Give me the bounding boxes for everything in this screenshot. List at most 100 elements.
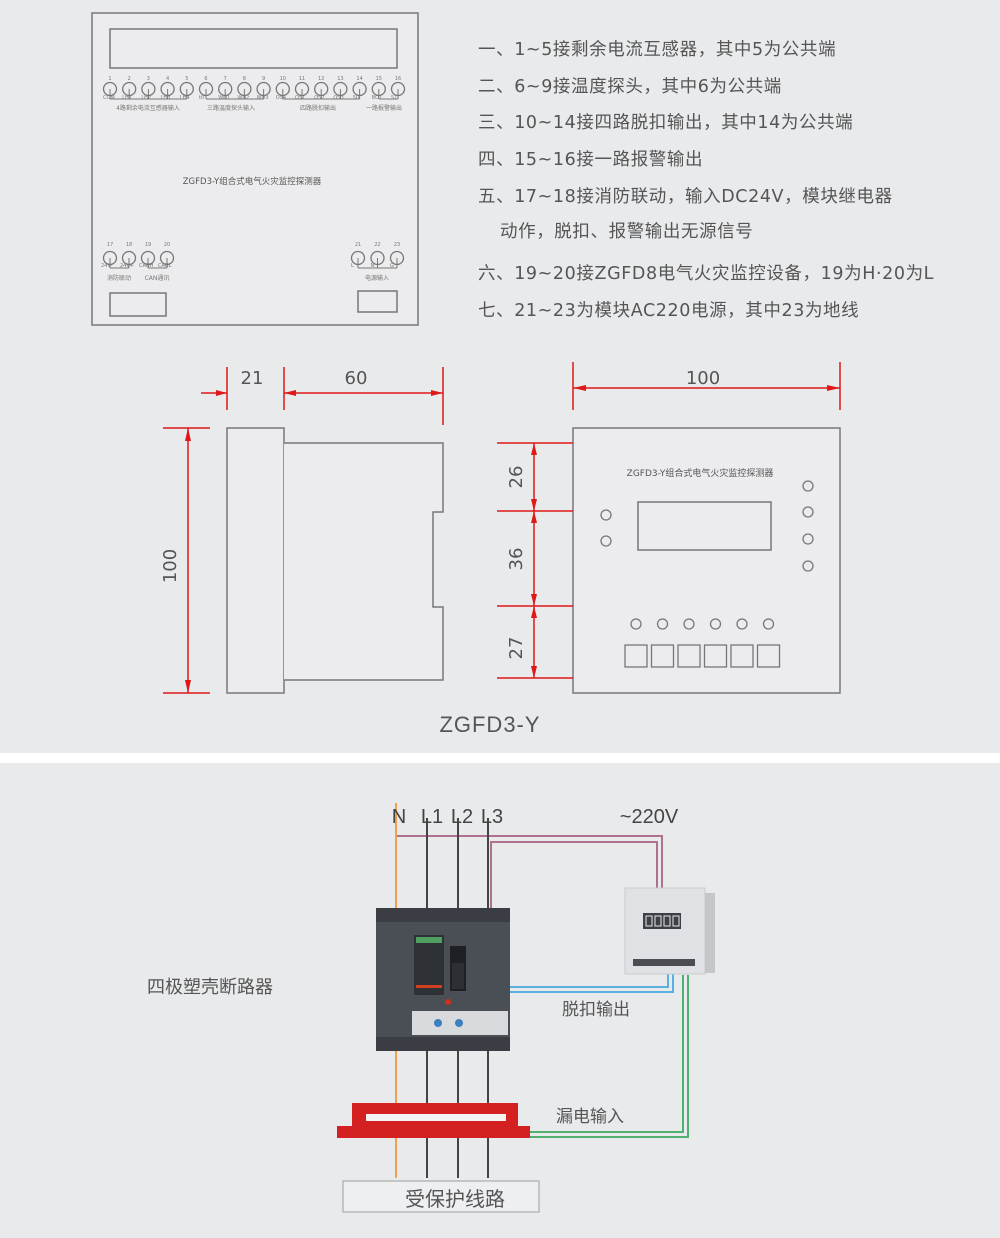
front-buttons bbox=[624, 644, 781, 668]
note-6: 六、19~20接ZGFD8电气火灾监控设备，19为H·20为L bbox=[478, 264, 935, 284]
terminal-sub-label: LH3 bbox=[161, 95, 171, 101]
terminal-sub-label: CANL bbox=[158, 263, 172, 269]
front-view-drawing: ZGFD3-Y组合式电气火灾监控探测器 100 26 36 bbox=[497, 362, 841, 694]
terminal-number: 20 bbox=[164, 242, 170, 248]
model-label: ZGFD3-Y bbox=[439, 712, 541, 737]
side-front-block bbox=[226, 427, 285, 694]
front-key bbox=[650, 644, 675, 668]
supply-wire-l3 bbox=[490, 841, 658, 913]
dim-seg-bottom: 27 bbox=[506, 637, 527, 660]
terminal-sub-label: OS4 bbox=[276, 95, 286, 101]
terminal-group-label: CAN通讯 bbox=[145, 274, 170, 282]
terminal-sub-label: LH2 bbox=[141, 95, 151, 101]
indicator-led bbox=[802, 506, 814, 518]
indicator-led bbox=[600, 509, 612, 521]
phase-label-l3: L3 bbox=[481, 806, 503, 828]
terminal-group-label: 三路温度探头输入 bbox=[207, 104, 255, 112]
front-housing bbox=[572, 427, 841, 694]
terminal-sub-label: S0 bbox=[353, 95, 359, 101]
dim-seg-mid: 36 bbox=[506, 548, 527, 571]
front-display bbox=[637, 501, 772, 551]
note-5: 五、17~18接消防联动，输入DC24V，模块继电器 bbox=[478, 187, 893, 207]
terminal-number: 4 bbox=[166, 76, 169, 82]
note-7: 七、21~23为模块AC220电源，其中23为地线 bbox=[478, 301, 860, 321]
detector-display bbox=[643, 913, 681, 929]
top-terminal-row: 1COM2LH13LH24LH35LH46t07WD18WD29WD310OS4… bbox=[102, 76, 406, 112]
terminal-number: 2 bbox=[128, 76, 131, 82]
terminal-sub-label: 24V- bbox=[101, 263, 112, 269]
terminal-number: 15 bbox=[376, 76, 382, 82]
leakage-wire-a bbox=[520, 975, 684, 1133]
terminal-panel-outline bbox=[91, 12, 419, 326]
dimension-drawings: 1COM2LH13LH24LH35LH46t07WD18WD29WD310OS4… bbox=[91, 12, 841, 694]
detector-keys bbox=[633, 959, 695, 966]
terminal-number: 7 bbox=[224, 76, 227, 82]
breaker-label: 四极塑壳断路器 bbox=[147, 977, 273, 998]
dim-front-width: 100 bbox=[686, 368, 720, 389]
terminal-group-label: 一路报警输出 bbox=[366, 104, 402, 112]
terminal-panel-title: ZGFD3-Y组合式电气火灾监控探测器 bbox=[183, 176, 322, 187]
terminal-number: 8 bbox=[243, 76, 246, 82]
indicator-led bbox=[736, 618, 748, 630]
terminal-number: 3 bbox=[147, 76, 150, 82]
display-digit bbox=[663, 915, 671, 927]
residual-current-transformer bbox=[337, 1103, 530, 1138]
indicator-led bbox=[630, 618, 642, 630]
indicator-led bbox=[600, 535, 612, 547]
right-port-box bbox=[357, 290, 398, 313]
wiring-diagram-panel: 受保护线路 N L1 L2 L3 ~220V 四极塑壳断路器 脱扣输出 漏电输入 bbox=[0, 763, 1000, 1238]
indicator-led bbox=[802, 480, 814, 492]
indicator-led bbox=[802, 533, 814, 545]
terminal-number: 10 bbox=[280, 76, 286, 82]
terminal-sub-label: WD1 bbox=[218, 95, 230, 101]
note-2: 二、6~9接温度探头，其中6为公共端 bbox=[478, 77, 782, 97]
detector-module bbox=[624, 887, 715, 975]
indicator-led bbox=[762, 618, 775, 630]
terminal-sub-label: L bbox=[351, 263, 354, 269]
indicator-led bbox=[802, 560, 814, 572]
phase-label-l1: L1 bbox=[421, 806, 443, 828]
terminal-sub-label: CANH bbox=[139, 263, 154, 269]
front-key bbox=[703, 644, 728, 668]
phase-label-l2: L2 bbox=[451, 806, 473, 828]
protected-line-box bbox=[342, 1180, 540, 1213]
front-title: ZGFD3-Y组合式电气火灾监控探测器 bbox=[627, 467, 774, 479]
trip-output-label: 脱扣输出 bbox=[562, 1000, 630, 1020]
terminal-number: 9 bbox=[262, 76, 265, 82]
side-view-drawing: 21 60 100 bbox=[160, 367, 444, 694]
terminal-number: 11 bbox=[299, 76, 305, 82]
terminal-number: 14 bbox=[356, 76, 362, 82]
display-window bbox=[109, 28, 398, 69]
front-key bbox=[677, 644, 701, 668]
indicator-led bbox=[709, 618, 722, 630]
display-digit bbox=[672, 915, 680, 927]
front-key bbox=[624, 644, 648, 668]
leakage-wire-b bbox=[520, 975, 689, 1138]
protected-line-label: 受保护线路 bbox=[405, 1187, 505, 1211]
note-1: 一、1~5接剩余电流互感器，其中5为公共端 bbox=[478, 40, 837, 60]
front-key bbox=[756, 644, 781, 668]
terminal-sub-label: BO1 bbox=[372, 95, 382, 101]
phase-label-n: N bbox=[392, 806, 406, 828]
terminal-number: 23 bbox=[394, 242, 400, 248]
terminal-sub-label: S1 bbox=[391, 95, 397, 101]
terminal-number: 1 bbox=[108, 76, 111, 82]
wiring-diagram: 受保护线路 N L1 L2 L3 ~220V 四极塑壳断路器 脱扣输出 漏电输入 bbox=[147, 803, 715, 1213]
side-body-block bbox=[284, 442, 444, 681]
indicator-led bbox=[683, 618, 695, 630]
dim-height: 100 bbox=[160, 549, 181, 583]
terminal-number: 19 bbox=[145, 242, 151, 248]
leakage-input-label: 漏电输入 bbox=[556, 1107, 624, 1127]
left-port-box bbox=[109, 292, 167, 317]
terminal-number: 22 bbox=[374, 242, 380, 248]
trip-wire-a bbox=[508, 973, 669, 988]
terminal-sub-label: COM bbox=[103, 95, 115, 101]
note-3: 三、10~14接四路脱扣输出，其中14为公共端 bbox=[478, 113, 854, 133]
terminal-number: 21 bbox=[355, 242, 361, 248]
note-4: 四、15~16接一路报警输出 bbox=[478, 150, 704, 170]
terminal-sub-label: LH1 bbox=[122, 95, 132, 101]
terminal-layout-drawing: 1COM2LH13LH24LH35LH46t07WD18WD29WD310OS4… bbox=[91, 12, 419, 326]
